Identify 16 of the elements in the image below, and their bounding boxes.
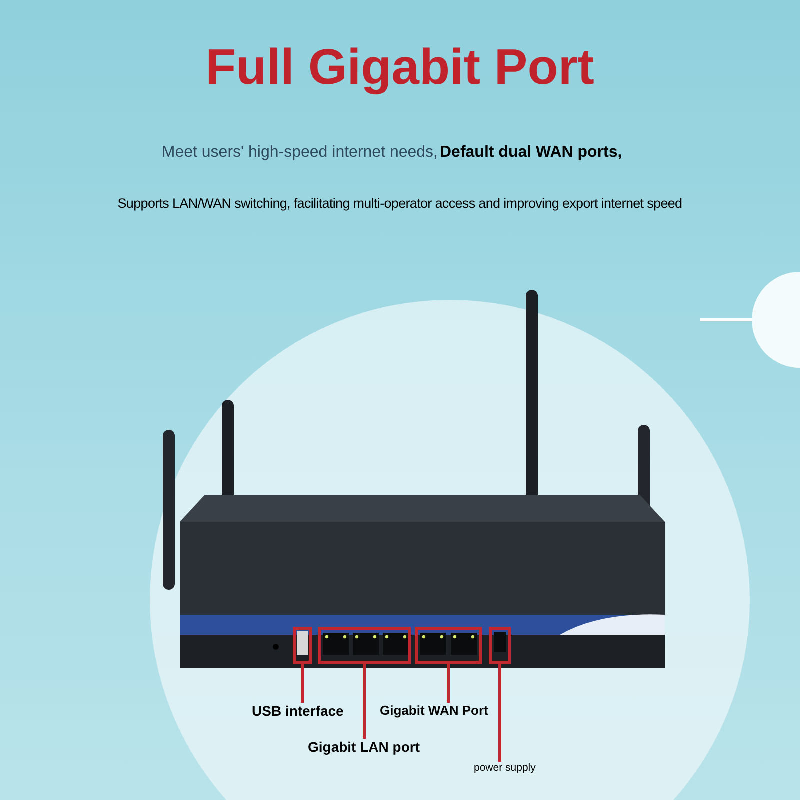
port-label: Gigabit WAN Port (380, 703, 488, 720)
leader-line (498, 664, 502, 762)
description-text: Supports LAN/WAN switching, facilitating multi-operator access and improving export internet speed (116, 195, 684, 213)
port-label: power supply (474, 762, 536, 776)
leader-line (301, 664, 304, 703)
port-highlight-frame (318, 627, 411, 664)
port-highlight-frame (415, 627, 482, 664)
port-label: Gigabit LAN port (308, 739, 420, 756)
subtitle-text: Default dual WAN ports, (440, 143, 622, 163)
leader-line (447, 664, 450, 703)
leader-line (363, 664, 366, 739)
port-highlight-frame (489, 627, 511, 664)
title: Full Gigabit Port (204, 38, 596, 97)
port-highlight-frame (293, 627, 312, 664)
port-label: USB interface (252, 703, 344, 720)
subtitle-text: Meet users' high-speed internet needs, (162, 143, 438, 163)
